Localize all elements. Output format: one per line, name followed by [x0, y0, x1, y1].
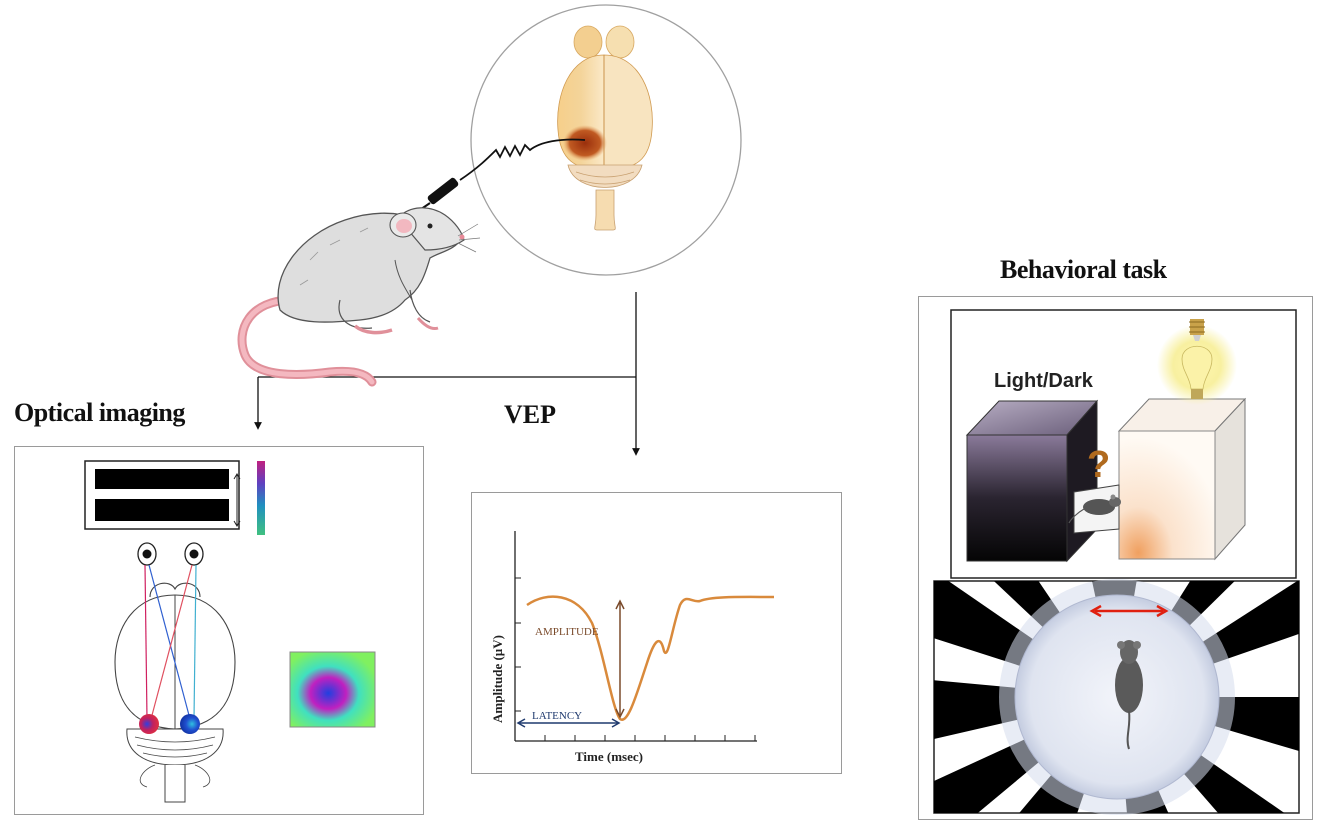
vep-label: VEP	[504, 400, 556, 429]
vep-plot: AMPLITUDE LATENCY Time (msec) Amplitude …	[490, 531, 775, 764]
vep-x-axis-label: Time (msec)	[575, 749, 643, 764]
orientation-map	[289, 651, 376, 728]
question-mark: ?	[1087, 444, 1110, 486]
amplitude-label: AMPLITUDE	[535, 626, 599, 638]
mouse-icon	[1068, 494, 1121, 524]
brain-icon	[470, 4, 742, 276]
optical-imaging-diagram	[84, 460, 376, 803]
stimulus-monitor	[84, 460, 241, 530]
behavioral-task-diagram: Light/Dark ?	[933, 309, 1300, 815]
amplitude-arrow	[615, 599, 625, 719]
lightbulb-icon	[1157, 319, 1237, 405]
vep-trace	[526, 595, 775, 721]
light-dark-label: Light/Dark	[994, 370, 1094, 392]
color-scale-bar	[257, 461, 265, 535]
behavioral-task-panel: Light/Dark ?	[918, 296, 1313, 820]
mouse-brain-outline	[114, 582, 236, 803]
behavioral-task-label: Behavioral task	[1000, 255, 1167, 284]
dark-box	[965, 399, 1099, 563]
direction-arrow	[1089, 604, 1169, 618]
rat-icon	[237, 207, 481, 387]
eye-projection-lines	[144, 564, 197, 720]
latency-label: LATENCY	[532, 710, 582, 722]
eye-icon	[137, 542, 204, 566]
vep-panel: AMPLITUDE LATENCY Time (msec) Amplitude …	[471, 492, 842, 774]
optical-imaging-label: Optical imaging	[14, 398, 185, 427]
left-visual-cortex	[139, 714, 159, 734]
optical-imaging-panel	[14, 446, 424, 815]
latency-arrow	[516, 718, 621, 728]
right-visual-cortex	[180, 714, 200, 734]
mouse-top-view-icon	[1115, 640, 1143, 750]
vep-y-axis-label: Amplitude (µV)	[490, 635, 505, 723]
light-box	[1117, 397, 1247, 561]
